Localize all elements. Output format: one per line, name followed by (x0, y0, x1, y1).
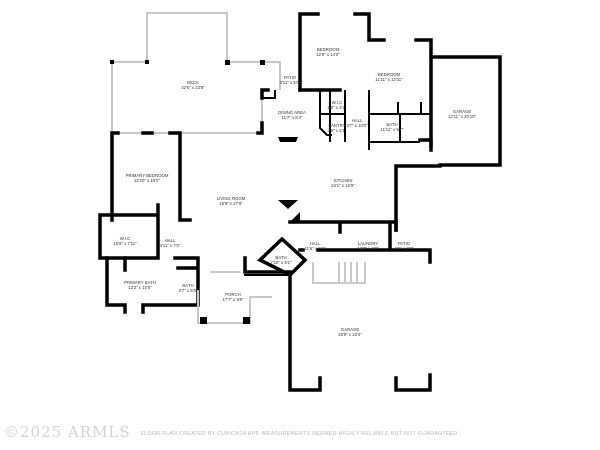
room-label: W.I.C10'8" x 7'11" (113, 236, 137, 246)
room-dimensions: 17'7" x 9'8" (222, 297, 244, 302)
room-name: GARAGE (341, 327, 360, 332)
walls (98, 12, 502, 392)
room-dimensions: 3'7" x 10'0" (346, 123, 368, 128)
room-name: PATIO (284, 75, 297, 80)
room-label: W.I.C6'0" x 4'2" (328, 100, 347, 110)
deck-outline (110, 12, 281, 134)
room-name: BATH (182, 283, 193, 288)
room-name: LAUNDRY (358, 241, 379, 246)
room-dimensions: 19'9" x 27'9" (219, 201, 243, 206)
room-dimensions: 13'3" x 10'5" (128, 285, 152, 290)
room-dimensions: 11'7" x 8'4" (282, 115, 303, 120)
room-dimensions: 12'10" x 16'0" (134, 178, 160, 183)
room-name: W.I.C (120, 236, 131, 241)
room-dimensions: 11'6" x 5'5" (305, 246, 326, 251)
room-dimensions: 24'1" x 16'9" (331, 183, 355, 188)
room-dimensions: 4'11" x 7'0" (160, 243, 181, 248)
room-name: HALL (165, 238, 176, 243)
room-name: HALL (310, 241, 321, 246)
stairs (312, 262, 366, 284)
room-name: DECK (187, 80, 199, 85)
room-dimensions: 2'6" x 0'8" (395, 246, 414, 251)
room-dimensions: 6'0" x 4'2" (328, 105, 347, 110)
room-dimensions: 12'0" x 6'0" (357, 246, 379, 251)
disclaimer: FLOOR PLAN CREATED BY CUBICASA APP. MEAS… (141, 431, 460, 437)
room-name: DINING AREA (278, 110, 306, 115)
room-name: GARAGE (453, 109, 472, 114)
room-name: LIVING ROOM (217, 196, 246, 201)
porch-outline (197, 271, 272, 324)
room-name: HALL (352, 118, 363, 123)
room-name: PRIMARY BEDROOM (126, 173, 169, 178)
room-dimensions: 4'9" x 5'1" (328, 128, 347, 133)
room-dimensions: 11'11" x 5'7" (381, 127, 404, 132)
room-dimensions: 2'7" x 5'8" (179, 288, 198, 293)
watermark: ©2025 ARMLS (4, 423, 131, 441)
room-dimensions: 7'10" x 5'1" (270, 260, 292, 265)
room-name: BATH (386, 122, 397, 127)
room-dimensions: 26'9" x 23'4" (338, 332, 362, 337)
room-dimensions: 32'6" x 23'8" (181, 85, 205, 90)
room-name: PANTRY (328, 123, 345, 128)
room-name: PRIMARY BATH (124, 280, 156, 285)
room-name: BEDROOM (378, 72, 401, 77)
room-name: PORCH (225, 292, 241, 297)
room-name: W.I.C (332, 100, 343, 105)
room-name: BEDROOM (317, 47, 340, 52)
room-name: BATH (275, 255, 286, 260)
room-dimensions: 10'8" x 7'11" (113, 241, 137, 246)
room-dimensions: 11'11" x 12'11" (375, 77, 403, 82)
room-dimensions: 12'9" x 14'0" (316, 52, 340, 57)
room-name: PATIO (398, 241, 411, 246)
room-dimensions: 12'11" x 20'10" (448, 114, 477, 119)
room-dimensions: 2'11" x 5'0" (280, 80, 301, 85)
room-name: KITCHEN (334, 178, 353, 183)
